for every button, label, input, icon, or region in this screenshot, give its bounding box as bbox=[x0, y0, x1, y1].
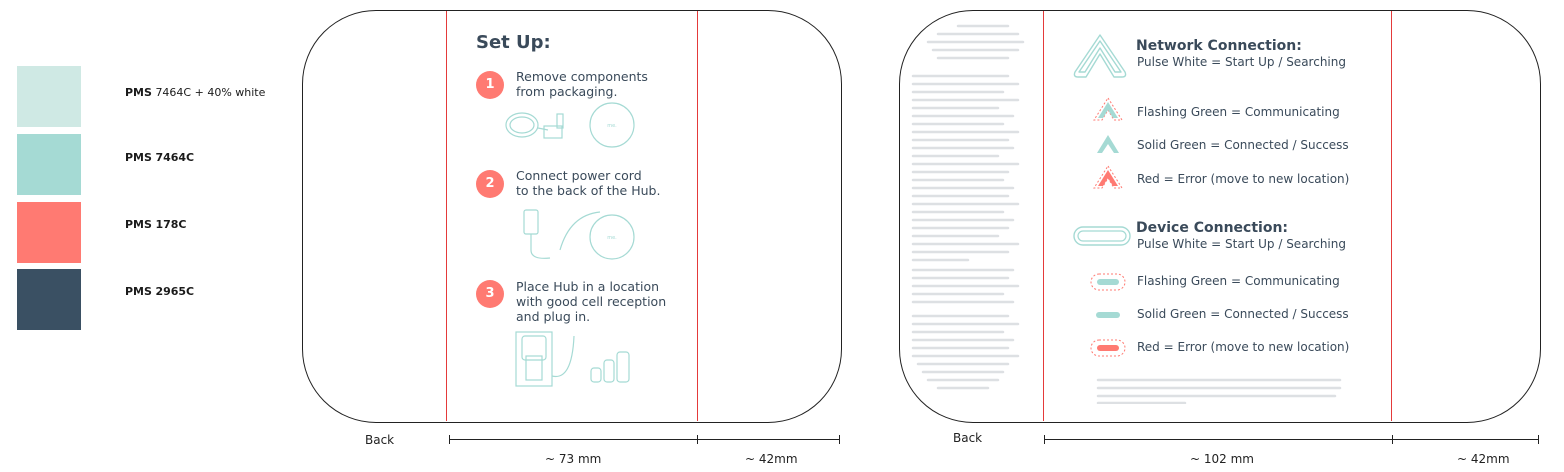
step-2-badge: 2 bbox=[476, 170, 504, 198]
device-solid-label: Solid Green = Connected / Success bbox=[1137, 307, 1349, 321]
device-flashing-label: Flashing Green = Communicating bbox=[1137, 274, 1340, 288]
network-red-label: Red = Error (move to new location) bbox=[1137, 172, 1350, 186]
device-title: Device Connection: bbox=[1136, 220, 1289, 236]
left-dim-tick-1 bbox=[449, 435, 450, 444]
swatch-label-7464c-40-white: PMS 7464C + 40% white bbox=[125, 86, 266, 99]
legal-text-block bbox=[911, 24, 1025, 390]
fold-line-right bbox=[697, 11, 698, 421]
left-dim-flap: ~ 42mm bbox=[745, 452, 798, 466]
right-dim-tick-3 bbox=[1538, 435, 1539, 444]
swatch-label-2965c: PMS 2965C bbox=[125, 285, 195, 298]
device-led-icon bbox=[1073, 226, 1131, 246]
network-pulse-label: Pulse White = Start Up / Searching bbox=[1137, 55, 1346, 69]
network-title: Network Connection: bbox=[1136, 38, 1302, 54]
swatch-2965c bbox=[17, 269, 81, 330]
device-flashing-icon bbox=[1090, 273, 1126, 291]
swatch-7464c bbox=[17, 134, 81, 195]
fold-line-right-card-left bbox=[1043, 11, 1044, 421]
network-solid-label: Solid Green = Connected / Success bbox=[1137, 138, 1349, 152]
footer-legal-text bbox=[1096, 378, 1342, 404]
right-dimension-line bbox=[1044, 439, 1539, 440]
left-back-label: Back bbox=[365, 433, 395, 447]
swatch-label-178c: PMS 178C bbox=[125, 218, 187, 231]
right-dim-flap: ~ 42mm bbox=[1457, 452, 1510, 466]
fold-line-right-card-right bbox=[1391, 11, 1392, 421]
step-1-badge: 1 bbox=[476, 71, 504, 99]
device-solid-icon bbox=[1096, 312, 1120, 318]
swatch-label-7464c: PMS 7464C bbox=[125, 151, 195, 164]
device-red-label: Red = Error (move to new location) bbox=[1137, 340, 1350, 354]
left-dim-tick-2 bbox=[697, 435, 698, 444]
network-flashing-icon bbox=[1093, 97, 1123, 121]
right-dim-main: ~ 102 mm bbox=[1190, 452, 1254, 466]
network-red-icon bbox=[1093, 165, 1123, 189]
device-pulse-label: Pulse White = Start Up / Searching bbox=[1137, 237, 1346, 251]
left-dim-main: ~ 73 mm bbox=[545, 452, 602, 466]
network-led-icon bbox=[1073, 34, 1127, 78]
signal-bars-icon bbox=[590, 351, 630, 383]
left-dim-tick-3 bbox=[839, 435, 840, 444]
power-adapter-icon: me. bbox=[523, 209, 635, 260]
swatch-7464c-40-white bbox=[17, 66, 81, 127]
network-flashing-label: Flashing Green = Communicating bbox=[1137, 105, 1340, 119]
hub-cable-icon: me. bbox=[505, 102, 635, 148]
svg-text:me.: me. bbox=[607, 123, 617, 129]
swatch-178c bbox=[17, 202, 81, 263]
right-card bbox=[899, 10, 1541, 423]
step-3-badge: 3 bbox=[476, 280, 504, 308]
right-dim-tick-2 bbox=[1392, 435, 1393, 444]
right-back-label: Back bbox=[953, 431, 983, 445]
left-dimension-line bbox=[449, 439, 840, 440]
network-solid-icon bbox=[1097, 135, 1119, 153]
svg-text:me.: me. bbox=[607, 235, 617, 241]
device-red-icon bbox=[1090, 339, 1126, 357]
fold-line-left bbox=[446, 11, 447, 421]
wall-outlet-icon bbox=[515, 331, 575, 387]
right-dim-tick-1 bbox=[1044, 435, 1045, 444]
setup-title: Set Up: bbox=[476, 32, 551, 53]
